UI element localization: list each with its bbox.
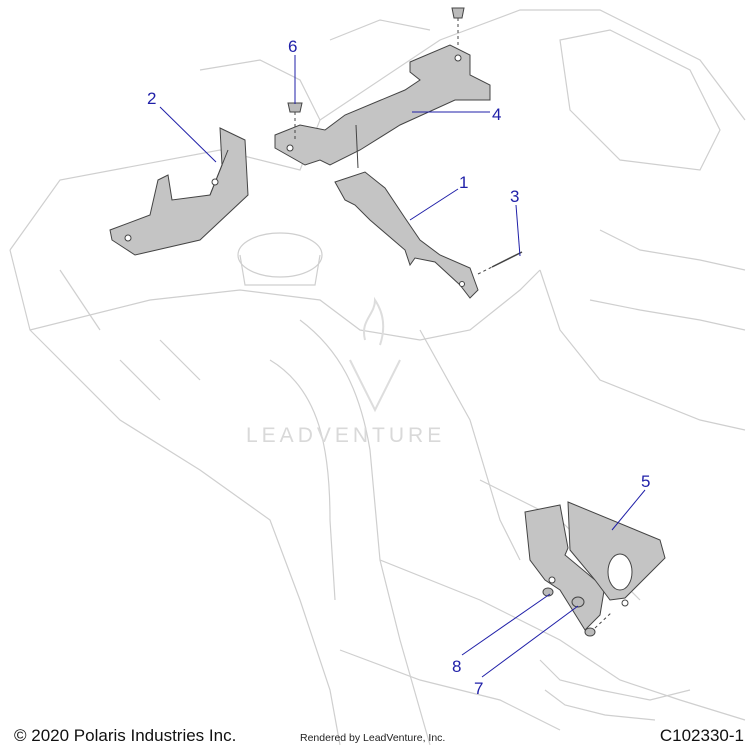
rendered-by-text: Rendered by LeadVenture, Inc. xyxy=(300,732,446,744)
part-1-bracket xyxy=(334,171,479,299)
callout-3: 3 xyxy=(510,187,519,206)
callout-6: 6 xyxy=(288,37,297,56)
copyright-text: © 2020 Polaris Industries Inc. xyxy=(14,726,237,745)
leader-lines xyxy=(159,55,646,678)
callout-4: 4 xyxy=(492,105,501,124)
part-6-fastener xyxy=(287,7,465,140)
vehicle-frame-outline xyxy=(9,9,746,746)
part-2-bracket xyxy=(109,127,249,256)
part-4-heat-shield xyxy=(274,44,491,169)
part-5-heat-shield xyxy=(524,501,666,631)
callout-1: 1 xyxy=(459,173,468,192)
part-7-fastener xyxy=(571,596,613,637)
watermark-text: LEADVENTURE xyxy=(246,424,446,447)
callout-5: 5 xyxy=(641,472,650,491)
callout-8: 8 xyxy=(452,657,461,676)
callout-2: 2 xyxy=(147,89,156,108)
callout-7: 7 xyxy=(474,679,483,698)
part-8-fastener xyxy=(542,587,554,597)
watermark-logo xyxy=(349,296,401,413)
figure-id: C102330-1 xyxy=(659,726,744,745)
part-3-pin xyxy=(477,251,523,275)
